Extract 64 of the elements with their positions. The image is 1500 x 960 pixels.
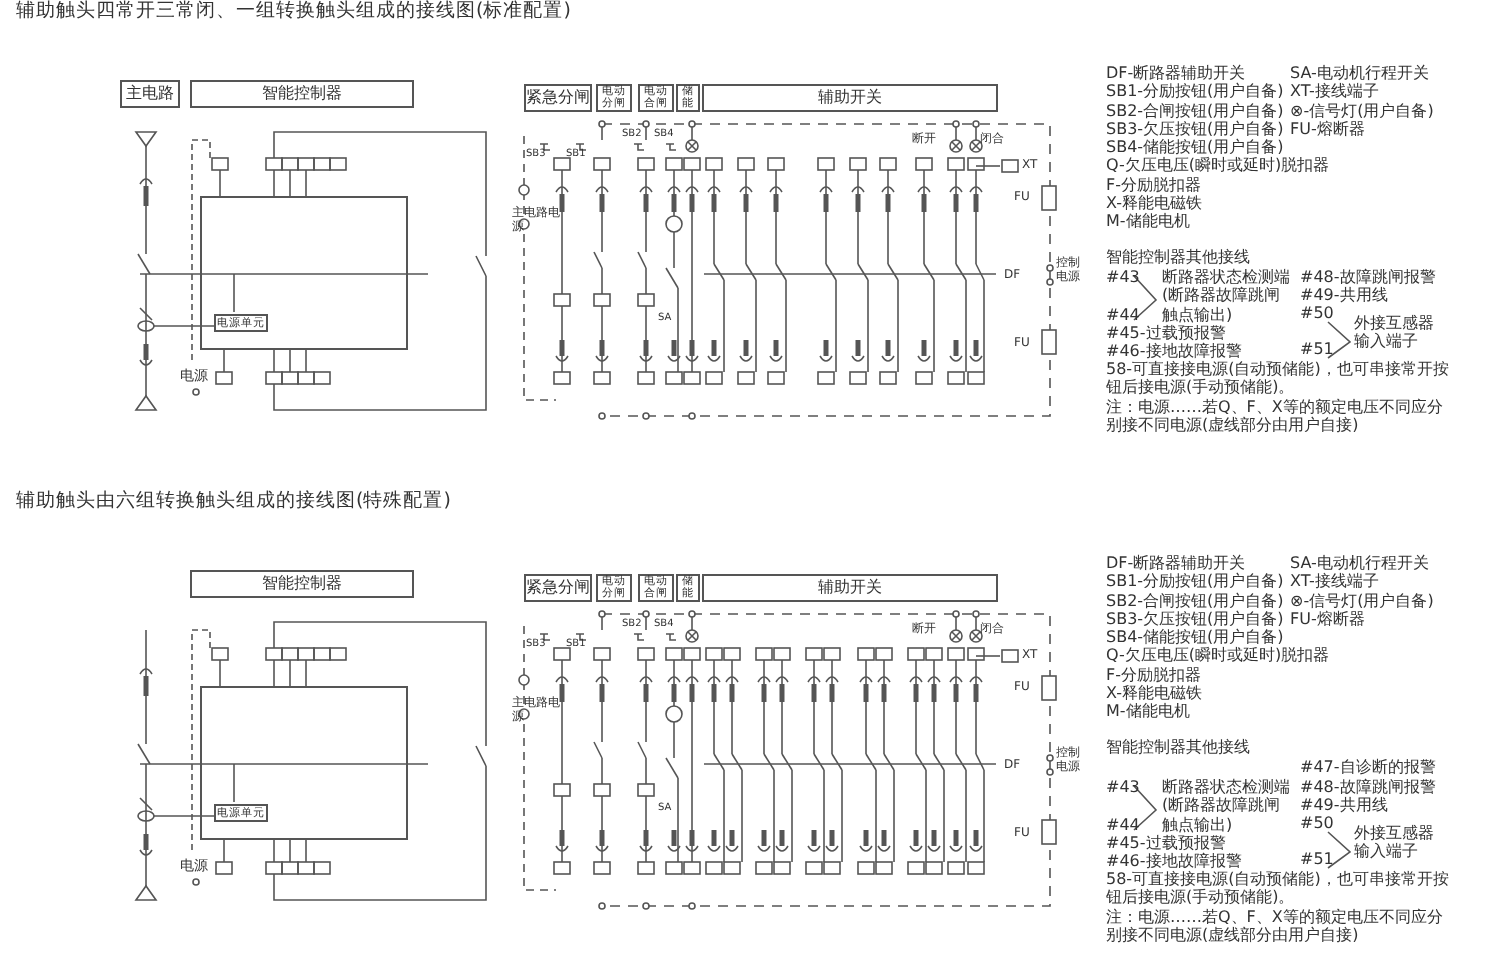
legend-text: #45-过载预报警 — [1106, 834, 1226, 852]
section-heading: 辅助触头四常开三常闭、一组转换触头组成的接线图(标准配置) — [16, 0, 571, 23]
note-text: 注：电源……若Q、F、X等的额定电压不同应分别接不同电源(虚线部分由用户自接) — [1106, 908, 1445, 946]
pin-number: #51 — [1300, 850, 1334, 869]
legend-text: X-释能电磁铁 — [1106, 194, 1202, 213]
legend-text: SB4-储能按钮(用户自备) — [1106, 628, 1284, 647]
controller-box — [200, 686, 408, 840]
pin-number: #51 — [1300, 340, 1334, 359]
legend-text: M-储能电机 — [1106, 212, 1190, 231]
legend-text: F-分励脱扣器 — [1106, 176, 1201, 194]
legend-text: #45-过载预报警 — [1106, 324, 1226, 342]
legend-text: #47-自诊断的报警 — [1300, 758, 1436, 777]
legend-text: DF-断路器辅助开关 — [1106, 64, 1246, 82]
legend-heading: 智能控制器其他接线 — [1106, 248, 1250, 267]
legend-text: ⊗-信号灯(用户自备) — [1290, 592, 1434, 610]
header-box: 紧急分闸 — [524, 84, 592, 112]
pin-number: #50 — [1300, 304, 1334, 323]
legend-text: #48-故障跳闸报警 — [1300, 268, 1436, 287]
legend-text: ⊗-信号灯(用户自备) — [1290, 102, 1434, 120]
legend-text: #46-接地故障报警 — [1106, 342, 1242, 361]
header-box: 智能控制器 — [190, 570, 414, 598]
legend-text: SB1-分励按钮(用户自备) — [1106, 572, 1284, 591]
pin-number: #50 — [1300, 814, 1334, 833]
legend-text: FU-熔断器 — [1290, 610, 1365, 629]
header-box: 紧急分闸 — [524, 574, 592, 602]
pin-number: #43 — [1106, 268, 1140, 287]
legend-text: F-分励脱扣器 — [1106, 666, 1201, 684]
pin-description: 断路器状态检测端(断路器故障跳闸触点输出) — [1162, 268, 1292, 325]
pin-description: 外接互感器输入端子 — [1354, 824, 1436, 862]
header-box: 主电路 — [120, 80, 180, 108]
pin-description: 外接互感器输入端子 — [1354, 314, 1436, 352]
legend-text: #49-共用线 — [1300, 286, 1388, 305]
header-box: 辅助开关 — [702, 574, 998, 602]
legend-text: #49-共用线 — [1300, 796, 1388, 815]
legend-text: Q-欠压电压(瞬时或延时)脱扣器 — [1106, 646, 1330, 665]
legend-text: M-储能电机 — [1106, 702, 1190, 721]
section-heading: 辅助触头由六组转换触头组成的接线图(特殊配置) — [16, 490, 451, 513]
note-text: 58-可直接接电源(自动预储能)，也可串接常开按钮后接电源(手动预储能)。 — [1106, 870, 1451, 908]
pin-description: 断路器状态检测端(断路器故障跳闸触点输出) — [1162, 778, 1292, 835]
legend-text: #46-接地故障报警 — [1106, 852, 1242, 871]
legend-text: SB4-储能按钮(用户自备) — [1106, 138, 1284, 157]
controller-box — [200, 196, 408, 350]
legend-text: SA-电动机行程开关 — [1290, 64, 1429, 83]
header-box: 智能控制器 — [190, 80, 414, 108]
header-box: 辅助开关 — [702, 84, 998, 112]
legend-text: X-释能电磁铁 — [1106, 684, 1202, 703]
legend-text: Q-欠压电压(瞬时或延时)脱扣器 — [1106, 156, 1330, 175]
pin-number: #44 — [1106, 306, 1140, 325]
legend-text: XT-接线端子 — [1290, 572, 1379, 591]
legend-text: XT-接线端子 — [1290, 82, 1379, 101]
legend-text: SB2-合闸按钮(用户自备) — [1106, 102, 1284, 120]
note-text: 注：电源……若Q、F、X等的额定电压不同应分别接不同电源(虚线部分由用户自接) — [1106, 398, 1445, 436]
legend-text: #48-故障跳闸报警 — [1300, 777, 1436, 796]
legend-text: SB3-欠压按钮(用户自备) — [1106, 610, 1284, 628]
legend-text: SB1-分励按钮(用户自备) — [1106, 82, 1284, 101]
legend-text: FU-熔断器 — [1290, 120, 1365, 139]
legend-text: SA-电动机行程开关 — [1290, 554, 1429, 573]
legend-text: SB3-欠压按钮(用户自备) — [1106, 120, 1284, 138]
pin-number: #43 — [1106, 778, 1140, 797]
legend-heading: 智能控制器其他接线 — [1106, 738, 1250, 757]
legend-text: DF-断路器辅助开关 — [1106, 554, 1246, 572]
legend-text: SB2-合闸按钮(用户自备) — [1106, 592, 1284, 610]
note-text: 58-可直接接电源(自动预储能)，也可串接常开按钮后接电源(手动预储能)。 — [1106, 360, 1451, 398]
pin-number: #44 — [1106, 816, 1140, 835]
